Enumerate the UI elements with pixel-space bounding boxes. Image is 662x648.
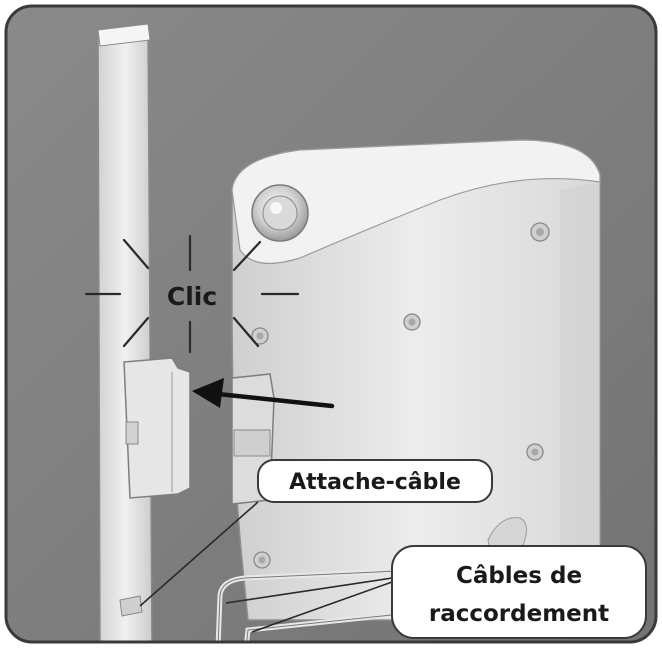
label-clic: Clic — [167, 282, 217, 311]
knob — [251, 184, 309, 242]
arrow-left-icon — [192, 378, 335, 409]
connector-block — [123, 357, 191, 499]
leader-lines — [139, 501, 393, 633]
label-attache: Attache-câble — [289, 470, 461, 495]
label-cables-line2: raccordement — [429, 601, 609, 627]
callout-cables: Câbles de raccordement — [391, 545, 647, 639]
frame — [4, 4, 658, 644]
mounting-rail — [97, 23, 153, 642]
callout-attache: Attache-câble — [257, 459, 493, 503]
label-cables-line1: Câbles de — [456, 563, 582, 589]
click-burst-icon — [84, 234, 300, 354]
connection-cables — [215, 567, 421, 642]
screw-icon — [251, 222, 550, 569]
